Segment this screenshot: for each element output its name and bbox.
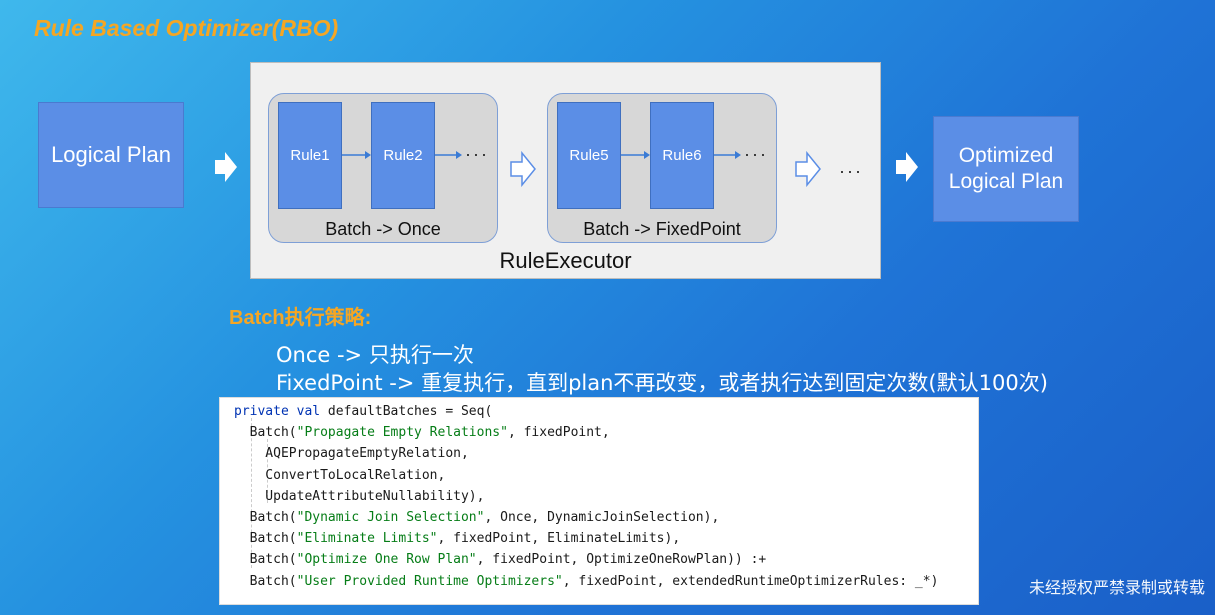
indent-guide — [267, 439, 268, 503]
rule-executor-label: RuleExecutor — [499, 248, 632, 273]
indent-guide — [251, 418, 252, 568]
code-text: Batch( — [234, 573, 297, 589]
more-rules-ellipsis: ··· — [744, 144, 768, 164]
code-string: "Propagate Empty Relations" — [296, 425, 508, 441]
code-snippet: private val defaultBatches = Seq( Batch(… — [219, 397, 979, 605]
code-text: Batch( — [234, 425, 297, 441]
code-text: UpdateAttributeNullability), — [234, 488, 485, 504]
code-text: , fixedPoint, EliminateLimits), — [437, 531, 681, 547]
logical-plan-label: Logical Plan — [51, 142, 171, 167]
code-text: , Once, DynamicJoinSelection), — [484, 509, 720, 525]
code-lines: private val defaultBatches = Seq( Batch(… — [220, 401, 978, 592]
code-line: Batch("User Provided Runtime Optimizers"… — [220, 571, 978, 592]
code-string: "User Provided Runtime Optimizers" — [296, 573, 563, 589]
rule-arrows — [621, 151, 741, 159]
batch-fixedpoint-label: Batch -> FixedPoint — [583, 219, 741, 239]
arrow-right-icon — [215, 152, 237, 182]
code-text: AQEPropagateEmptyRelation, — [234, 446, 469, 462]
logical-plan-box: Logical Plan — [38, 102, 184, 208]
arrow-right-icon — [896, 152, 918, 182]
batch-once-group: Rule1 Rule2 ··· Batch -> Once — [268, 93, 498, 243]
optimized-plan-line2: Logical Plan — [948, 170, 1064, 193]
optimized-plan-box: Optimized Logical Plan — [933, 116, 1079, 222]
strategy-heading: Batch执行策略: — [229, 307, 372, 329]
code-text: defaultBatches = Seq( — [327, 404, 493, 419]
rule-box: Rule5 — [557, 102, 621, 209]
rule-box: Rule6 — [650, 102, 714, 209]
code-text: ConvertToLocalRelation, — [234, 467, 446, 483]
code-text: Batch( — [234, 552, 297, 568]
strategy-once-text: Once -> 只执行一次 — [276, 343, 474, 367]
code-string: "Eliminate Limits" — [296, 531, 438, 547]
optimized-plan-line1: Optimized — [958, 144, 1054, 167]
code-string: "Optimize One Row Plan" — [296, 552, 477, 568]
slide-title: Rule Based Optimizer(RBO) — [34, 15, 339, 41]
arrow-right-outline-icon — [795, 151, 821, 187]
copyright-watermark: 未经授权严禁录制或转载 — [1028, 578, 1205, 597]
rule-arrows — [342, 151, 462, 159]
code-line: Batch("Propagate Empty Relations", fixed… — [220, 422, 978, 443]
rule-box: Rule1 — [278, 102, 342, 209]
code-text: , fixedPoint, OptimizeOneRowPlan)) :+ — [476, 552, 767, 568]
code-keyword: private val — [234, 404, 328, 419]
code-text: , fixedPoint, extendedRuntimeOptimizerRu… — [562, 573, 939, 589]
arrow-right-outline-icon — [510, 151, 536, 187]
code-line: ConvertToLocalRelation, — [220, 465, 978, 486]
code-text: Batch( — [234, 509, 297, 525]
code-line: Batch("Optimize One Row Plan", fixedPoin… — [220, 549, 978, 570]
rule-executor-panel: Rule1 Rule2 ··· Batch -> Once Rule5 Rule… — [250, 62, 881, 279]
code-line: Batch("Eliminate Limits", fixedPoint, El… — [220, 528, 978, 549]
code-text: Batch( — [234, 531, 297, 547]
code-line: AQEPropagateEmptyRelation, — [220, 443, 978, 464]
batch-fixedpoint-group: Rule5 Rule6 ··· Batch -> FixedPoint — [547, 93, 777, 243]
rule-box: Rule2 — [371, 102, 435, 209]
code-line: UpdateAttributeNullability), — [220, 486, 978, 507]
code-text: , fixedPoint, — [507, 425, 610, 441]
batch-once-label: Batch -> Once — [325, 219, 441, 239]
code-string: "Dynamic Join Selection" — [296, 509, 485, 525]
code-line: Batch("Dynamic Join Selection", Once, Dy… — [220, 507, 978, 528]
more-rules-ellipsis: ··· — [465, 144, 489, 164]
code-line: private val defaultBatches = Seq( — [220, 401, 978, 422]
strategy-fixedpoint-text: FixedPoint -> 重复执行，直到plan不再改变，或者执行达到固定次数… — [276, 371, 1048, 395]
more-batches-ellipsis: ··· — [839, 161, 863, 181]
